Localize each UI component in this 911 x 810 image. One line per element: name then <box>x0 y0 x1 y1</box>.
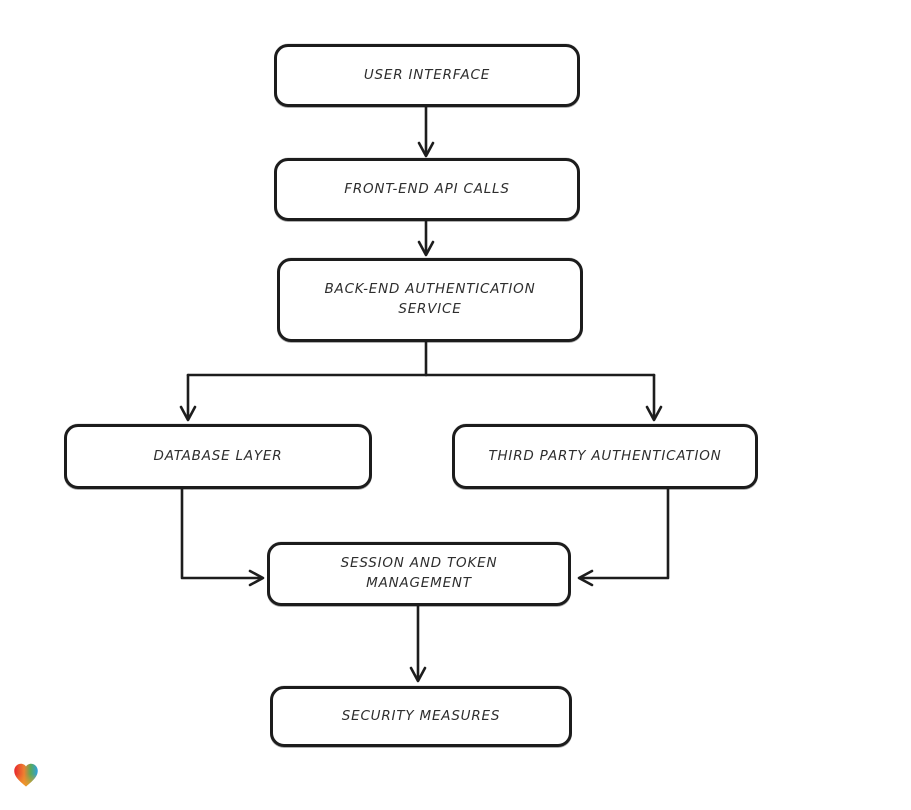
node-label: BACK-END AUTHENTICATION SERVICE <box>324 281 536 317</box>
node-label: FRONT-END API CALLS <box>344 180 510 197</box>
node-third-party-authentication[interactable]: THIRD PARTY AUTHENTICATION <box>452 424 758 489</box>
node-security-measures[interactable]: SECURITY MEASURES <box>270 686 572 747</box>
edge-backend-to-database <box>179 373 197 422</box>
node-label: SECURITY MEASURES <box>341 707 501 724</box>
edge-thirdparty-to-session <box>577 486 670 587</box>
heart-icon <box>14 763 38 787</box>
node-label: THIRD PARTY AUTHENTICATION <box>488 447 722 464</box>
node-label: USER INTERFACE <box>363 66 491 83</box>
heart-logo[interactable] <box>11 760 41 790</box>
node-label: SESSION AND TOKEN MANAGEMENT <box>340 555 498 591</box>
node-session-and-token-management[interactable]: SESSION AND TOKEN MANAGEMENT <box>267 542 571 606</box>
edge-backend-branch-trunk <box>186 340 656 377</box>
node-database-layer[interactable]: DATABASE LAYER <box>64 424 372 489</box>
node-label: DATABASE LAYER <box>153 447 283 464</box>
edge-session-to-security <box>409 604 427 683</box>
edge-backend-to-thirdparty <box>645 373 663 422</box>
node-user-interface[interactable]: USER INTERFACE <box>274 44 580 107</box>
edge-database-to-session <box>180 487 265 587</box>
node-back-end-authentication-service[interactable]: BACK-END AUTHENTICATION SERVICE <box>277 258 583 342</box>
edge-ui-to-frontend <box>417 105 435 158</box>
edge-frontend-to-backend <box>417 219 435 257</box>
node-front-end-api-calls[interactable]: FRONT-END API CALLS <box>274 158 580 221</box>
